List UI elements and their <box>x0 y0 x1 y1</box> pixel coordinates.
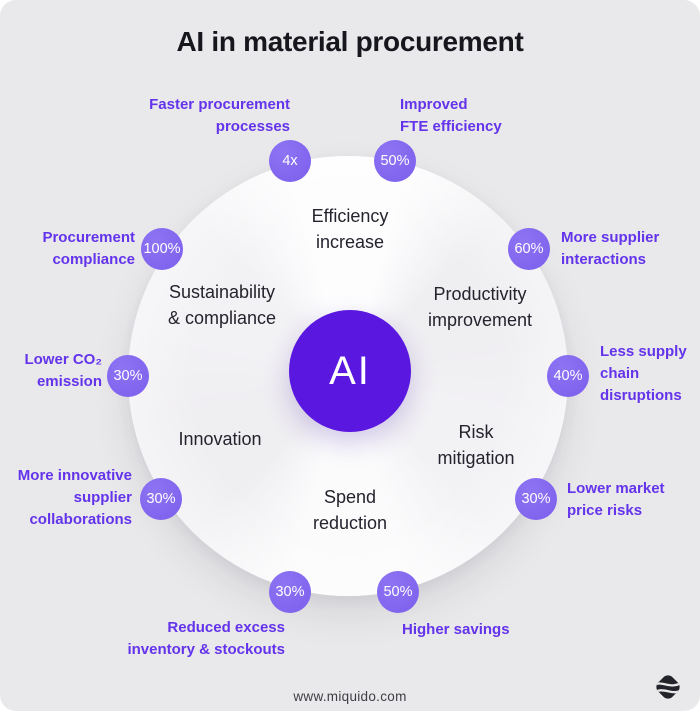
stat-badge-collaborations-30: 30% <box>140 478 182 520</box>
callout-lower-co2-emission: Lower CO₂ emission <box>24 351 102 390</box>
stat-badge-disruptions-40: 40% <box>547 355 589 397</box>
callout-improved-fte-efficiency: Improved FTE efficiency <box>400 96 502 135</box>
ai-center-circle: AI <box>289 310 411 432</box>
page-title: AI in material procurement <box>176 26 524 57</box>
stat-badge-savings-50: 50% <box>377 571 419 613</box>
stat-badge-fte-50: 50% <box>374 140 416 182</box>
miquido-logo-icon <box>653 675 683 699</box>
callout-more-supplier-interactions: More supplier interactions <box>561 229 660 268</box>
callout-procurement-compliance: Procurement compliance <box>42 229 135 268</box>
stat-badge-price-risks-30: 30% <box>515 478 557 520</box>
callout-more-innovative-collaborations: More innovative supplier collaborations <box>17 467 132 528</box>
stat-badge-4x: 4x <box>269 140 311 182</box>
callout-reduced-excess-inventory: Reduced excess inventory & stockouts <box>127 619 285 658</box>
segment-label-spend-reduction: Spend reduction <box>312 487 388 533</box>
segment-label-risk-mitigation: Risk mitigation <box>437 422 515 468</box>
segment-label-innovation: Innovation <box>178 429 262 449</box>
callout-lower-market-price-risks: Lower market price risks <box>567 480 665 519</box>
stat-badge-interactions-60: 60% <box>508 228 550 270</box>
segment-label-productivity-improvement: Productivity improvement <box>427 284 533 330</box>
stat-badge-co2-30: 30% <box>107 355 149 397</box>
callout-less-supply-chain-disruptions: Less supply chain disruptions <box>600 343 687 404</box>
ai-center-label: AI <box>329 348 371 393</box>
callout-higher-savings: Higher savings <box>402 621 510 638</box>
stat-badge-inventory-30: 30% <box>269 571 311 613</box>
segment-label-sustainability-compliance: Sustainability & compliance <box>167 282 277 328</box>
callout-faster-procurement: Faster procurement processes <box>149 96 290 135</box>
stat-badge-compliance-100: 100% <box>141 228 183 270</box>
website-url: www.miquido.com <box>293 689 407 704</box>
segment-label-efficiency-increase: Efficiency increase <box>311 206 389 252</box>
